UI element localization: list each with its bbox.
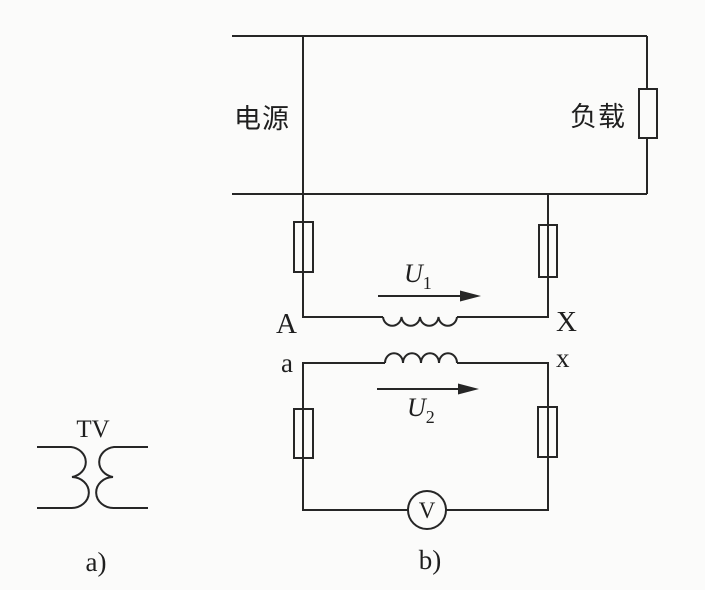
primary-fuse-right <box>538 224 558 278</box>
panel-b-circuit: V 电源 负载 U1 U2 A X a x b) <box>232 35 658 575</box>
load-resistor <box>638 88 658 139</box>
voltmeter-label: V <box>419 498 436 523</box>
terminal-A-label: A <box>276 308 297 340</box>
u2-arrow-head <box>458 383 479 395</box>
u1-symbol: U <box>404 259 425 288</box>
u1-subscript: 1 <box>423 273 432 293</box>
source-label: 电源 <box>234 104 290 134</box>
primary-left-wire <box>302 36 383 318</box>
secondary-loop-wire <box>302 362 549 511</box>
panel-b-caption: b) <box>419 545 442 575</box>
u1-label: U1 <box>404 259 432 293</box>
u2-label: U2 <box>407 393 435 427</box>
panel-a-symbol: TV a) <box>37 416 148 577</box>
u2-symbol: U <box>407 393 428 422</box>
voltmeter-circle <box>407 490 447 530</box>
terminal-a-label: a <box>281 348 293 378</box>
secondary-fuse-right <box>537 406 558 458</box>
primary-winding <box>382 316 458 327</box>
panel-a-caption: a) <box>86 547 107 577</box>
transformer-primary-winding-symbol <box>37 446 90 510</box>
secondary-winding <box>384 352 458 364</box>
u2-subscript: 2 <box>426 407 435 427</box>
terminal-x-label: x <box>556 343 570 373</box>
load-label: 负载 <box>570 102 626 132</box>
transformer-designator-label: TV <box>76 416 109 443</box>
terminal-X-label: X <box>556 306 577 338</box>
primary-fuse-left <box>293 221 314 273</box>
secondary-fuse-left <box>293 408 314 459</box>
primary-right-wire <box>457 194 549 318</box>
transformer-secondary-winding-symbol <box>95 446 148 510</box>
u1-arrow-head <box>460 290 481 302</box>
